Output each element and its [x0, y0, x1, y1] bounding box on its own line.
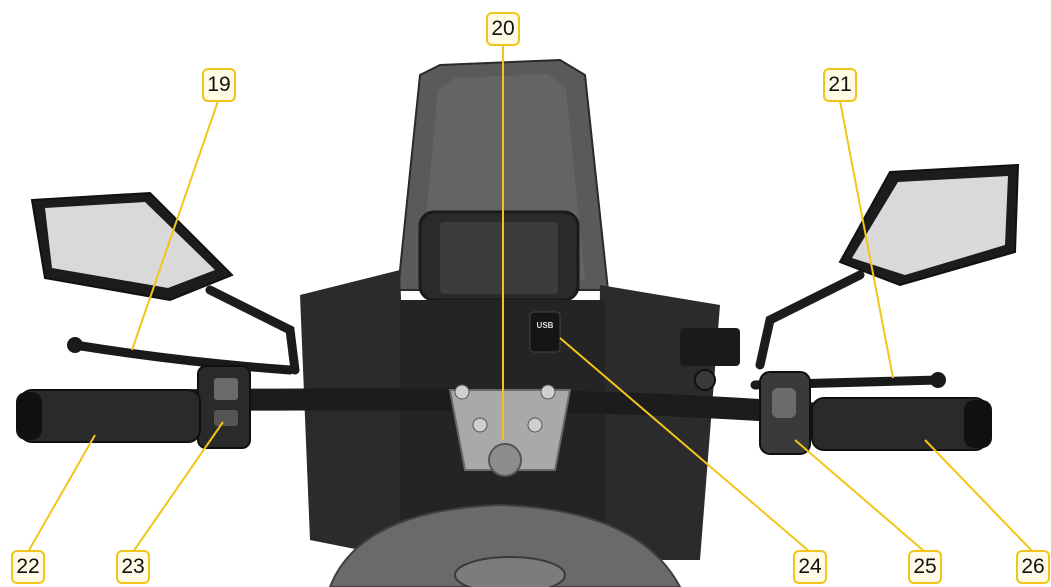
- brake-lever-tip: [930, 372, 946, 388]
- clutch-lever: [70, 340, 295, 375]
- triple-clamp: [448, 389, 572, 471]
- fuel-tank: [328, 503, 682, 587]
- fuel-cap: [454, 556, 566, 587]
- callout-25: 25: [908, 550, 942, 584]
- leader-line-19: [131, 100, 219, 351]
- left-bar-end: [16, 392, 42, 440]
- ignition-key-slot: [694, 369, 716, 391]
- leader-line-22: [27, 434, 96, 553]
- callout-26: 26: [1016, 550, 1050, 584]
- left-mirror-glass: [45, 202, 215, 288]
- right-switch-button: [772, 388, 796, 418]
- right-bar-end: [964, 400, 992, 448]
- handlebar-clamp-bolt: [527, 417, 543, 433]
- leader-line-24: [559, 337, 811, 553]
- left-grip: [19, 389, 201, 443]
- callout-20: 20: [486, 12, 520, 46]
- callout-21: 21: [823, 68, 857, 102]
- left-switch-button: [214, 410, 238, 426]
- clutch-lever-tip: [67, 337, 83, 353]
- steering-stem-nut: [488, 443, 522, 477]
- usb-label: USB: [537, 321, 554, 330]
- leader-line-23: [132, 421, 224, 553]
- right-mirror-glass: [852, 176, 1008, 275]
- brake-fluid-reservoir: [680, 328, 740, 366]
- callout-19: 19: [202, 68, 236, 102]
- right-grip: [811, 397, 988, 451]
- callout-22: 22: [11, 550, 45, 584]
- left-mirror-stem: [205, 285, 300, 375]
- left-fairing: [300, 270, 410, 560]
- left-switch-button: [214, 378, 238, 400]
- leader-line-25: [794, 439, 926, 553]
- right-mirror-stem: [755, 270, 865, 370]
- handlebar-clamp-bolt: [540, 384, 556, 400]
- leader-line-21: [839, 100, 894, 379]
- leader-line-26: [924, 439, 1034, 553]
- usb-socket: [529, 311, 561, 353]
- handlebar-clamp-bolt: [454, 384, 470, 400]
- dashboard-screen: [440, 222, 558, 294]
- callout-23: 23: [116, 550, 150, 584]
- handlebar-clamp-bolt: [472, 417, 488, 433]
- callout-24: 24: [793, 550, 827, 584]
